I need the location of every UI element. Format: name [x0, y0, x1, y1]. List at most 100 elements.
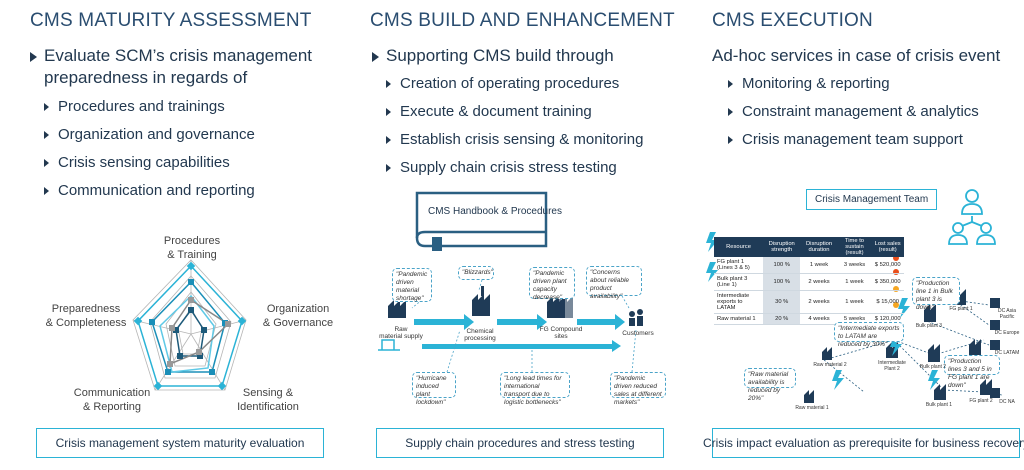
flow-arrow [577, 319, 615, 325]
flow-arrow [612, 340, 621, 352]
table-cell: $ 15,000 [871, 290, 904, 314]
sub-bullet: Crisis management team support [742, 131, 963, 148]
build-enhancement-column: CMS BUILD AND ENHANCEMENT Supporting CMS… [342, 0, 682, 470]
sub-bullet: Procedures and trainings [58, 98, 225, 115]
pump-icon [378, 339, 400, 351]
lightning-icon [832, 370, 844, 390]
radar-axis-label: Preparedness & Completeness [45, 303, 127, 329]
factory-icon [804, 390, 814, 403]
bullet-arrow-icon [44, 187, 49, 195]
crisis-team-box: Crisis Management Team [806, 189, 938, 210]
radar-point [188, 297, 194, 303]
radar-point [177, 353, 183, 359]
flow-arrow [414, 319, 464, 325]
scenario-note: "Pandemic driven reduced sales at differ… [610, 372, 666, 406]
table-cell: 3 weeks [837, 257, 872, 274]
bullet-arrow-icon [44, 131, 49, 139]
radar-point [133, 316, 143, 326]
scenario-note: "Long lead times for international trans… [500, 372, 570, 406]
table-row: Intermediate exports to LATAM 30 % 2 wee… [714, 290, 904, 314]
sub-bullet: Communication and reporting [58, 182, 255, 199]
factory-icon [969, 339, 981, 355]
network-node-label: FG plant 2 [969, 398, 993, 404]
table-header: Disruption duration [800, 237, 838, 257]
table-header: Resource [714, 237, 764, 257]
bullet-arrow-icon [386, 80, 391, 88]
sub-bullet: Supply chain crisis stress testing [400, 159, 617, 176]
bullet-arrow-icon [728, 136, 733, 144]
table-cell: 1 week [837, 273, 872, 291]
lightning-icon [706, 262, 718, 282]
customer-icon [629, 311, 635, 317]
radar-grid-ring [165, 291, 217, 367]
table-cell: 1 week [837, 290, 872, 314]
table-cell: 100 % [763, 273, 801, 291]
warehouse-icon [990, 320, 1000, 330]
sub-bullet: Creation of operating procedures [400, 75, 620, 92]
radar-series [151, 280, 226, 373]
execution-column: CMS EXECUTION Ad-hoc services in case of… [684, 0, 1024, 470]
radar-series [169, 298, 230, 366]
crisis-note: "Production lines 3 and 5 in FG plant 1 … [944, 355, 1000, 389]
flow-arrow [497, 319, 537, 325]
table-cell: Intermediate exports to LATAM [714, 290, 764, 314]
flow-node-label: Raw material supply [379, 326, 423, 340]
table-cell: 100 % [763, 257, 801, 274]
scenario-note: "Hurricane induced plant lockdown" [412, 372, 456, 406]
main-bullet: Evaluate SCM’s crisis management prepare… [44, 46, 313, 87]
radar-axis-label: Sensing & Identification [237, 387, 299, 413]
radar-point [186, 261, 196, 271]
scenario-note: "Pandemic driven material shortage" [392, 268, 432, 302]
factory-icon [928, 344, 940, 362]
network-node-label: Intermediate Plant 2 [878, 360, 906, 372]
bullet-arrow-icon [30, 52, 37, 62]
radar-point [197, 353, 203, 359]
flow-arrow [615, 314, 625, 330]
warehouse-icon [990, 340, 1000, 350]
table-cell: 1 week [800, 257, 838, 274]
column-title: CMS EXECUTION [712, 10, 873, 31]
column-title: CMS MATURITY ASSESSMENT [30, 10, 312, 31]
radar-point [209, 369, 215, 375]
network-node-label: Raw material 2 [813, 362, 847, 368]
radar-point [237, 316, 247, 326]
radar-axis-label: Procedures & Training [163, 235, 221, 261]
team-people-icon [948, 189, 996, 245]
network-node-label: Bulk plant 3 [915, 323, 943, 329]
radar-point [196, 349, 202, 355]
network-node-label: DC Asia Pacific [997, 308, 1017, 320]
radar-grid-ring [149, 275, 232, 379]
table-row: FG plant 1 (Lines 3 & 5) 100 % 1 week 3 … [714, 257, 904, 274]
lightning-icon [928, 370, 940, 390]
network-node-label: DC NA [999, 399, 1015, 405]
customer-icon [637, 309, 643, 315]
factory-icon [980, 379, 992, 395]
table-header: Lost sales (result) [871, 237, 904, 257]
crisis-note: "Production line 1 in Bulk plant 3 is do… [912, 277, 960, 311]
table-cell: FG plant 1 (Lines 3 & 5) [714, 257, 764, 274]
factory-icon [481, 286, 484, 296]
table-cell: Raw material 1 [714, 313, 764, 325]
book-icon [415, 191, 548, 251]
flow-arrow [537, 314, 547, 330]
bullet-arrow-icon [386, 136, 391, 144]
factory-icon [934, 384, 946, 400]
handbook-label: CMS Handbook & Procedures [428, 206, 562, 217]
warehouse-icon [990, 298, 1000, 308]
flow-node-label: FG Compound sites [539, 326, 583, 340]
radar-point [165, 369, 171, 375]
radar-point [153, 381, 163, 391]
scenario-note: "Blizzards" [458, 266, 494, 280]
scenario-note: "Pandemic driven plant capacity decrease… [529, 267, 575, 301]
sub-bullet: Monitoring & reporting [742, 75, 890, 92]
radar-point [173, 327, 179, 333]
table-row: Raw material 1 20 % 4 weeks 5 weeks $ 12… [714, 313, 904, 325]
radar-series [137, 264, 243, 387]
radar-point [188, 307, 194, 313]
radar-point [149, 319, 155, 325]
network-node-label: FG plant 1 [949, 306, 973, 312]
radar-point [188, 279, 194, 285]
bullet-arrow-icon [386, 108, 391, 116]
table-cell: $ 520,000 [871, 257, 904, 274]
warehouse-icon [990, 388, 1000, 398]
